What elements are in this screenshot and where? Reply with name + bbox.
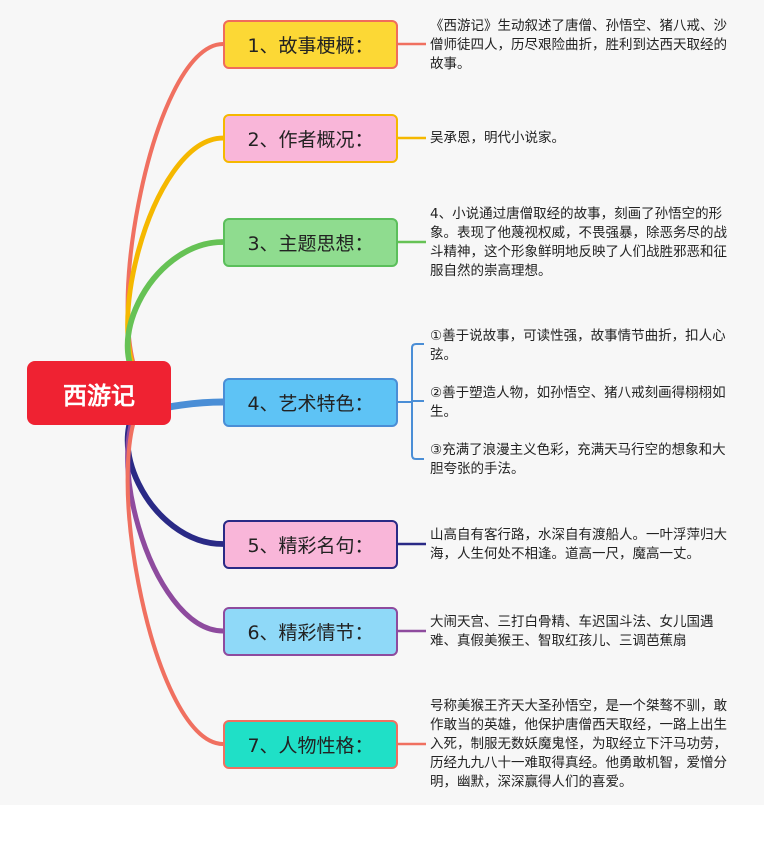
branch-node-6: 6、精彩情节： [223, 607, 398, 656]
branch-2-description: 吴承恩，明代小说家。 [430, 130, 565, 146]
branch-node-3: 3、主题思想： [223, 218, 398, 267]
root-node: 西游记 [27, 361, 171, 425]
connector-branch-2 [125, 135, 226, 396]
branch-6-description: 大闹天宫、三打白骨精、车迟国斗法、女儿国遇难、真假美猴王、智取红孩儿、三调芭蕉扇 [430, 614, 714, 649]
branch-node-2: 2、作者概况： [223, 114, 398, 163]
branch-4-item-1: ①善于说故事，可读性强，故事情节曲折，扣人心弦。 [430, 328, 726, 363]
branch-node-7: 7、人物性格： [223, 720, 398, 769]
connector-branch-1 [125, 41, 226, 396]
bracket-branch-4 [398, 343, 424, 460]
branch-4-item-2: ②善于塑造人物，如孙悟空、猪八戒刻画得栩栩如生。 [430, 385, 726, 420]
branch-7-description: 号称美猴王齐天大圣孙悟空，是一个桀骜不驯，敢作敢当的英雄，他保护唐僧西天取经，一… [430, 698, 727, 790]
branch-node-5: 5、精彩名句： [223, 520, 398, 569]
branch-1-description: 《西游记》生动叙述了唐僧、孙悟空、猪八戒、沙僧师徒四人，历尽艰险曲折，胜利到达西… [430, 18, 727, 72]
branch-node-1: 1、故事梗概： [223, 20, 398, 69]
branch-4-item-3: ③充满了浪漫主义色彩，充满天马行空的想象和大胆夸张的手法。 [430, 442, 726, 477]
branch-5-description: 山高自有客行路，水深自有渡船人。一叶浮萍归大海，人生何处不相逢。道高一尺，魔高一… [430, 527, 727, 562]
branch-3-description: 4、小说通过唐僧取经的故事，刻画了孙悟空的形象。表现了他蔑视权威，不畏强暴，除恶… [430, 206, 727, 279]
branch-node-4: 4、艺术特色： [223, 378, 398, 427]
connector-branch-7 [125, 390, 226, 747]
